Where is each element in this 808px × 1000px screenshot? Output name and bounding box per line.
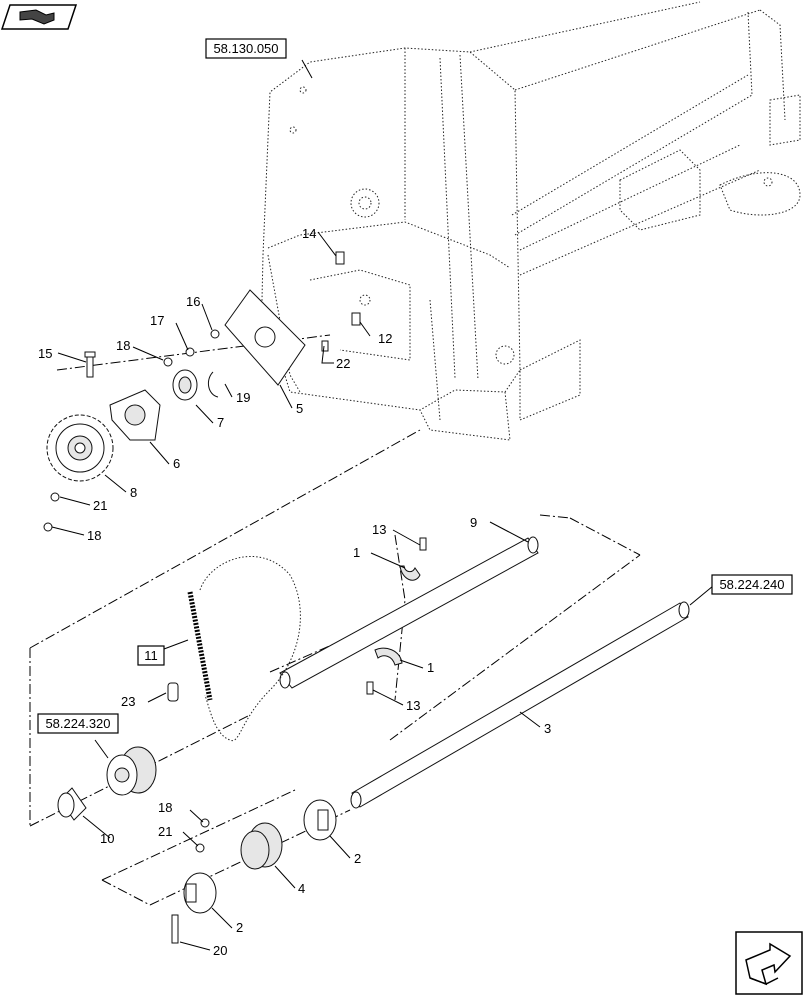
callout-23: 23 bbox=[121, 694, 135, 709]
callout-5: 5 bbox=[296, 401, 303, 416]
snap-ring bbox=[207, 371, 219, 398]
bolt-12 bbox=[351, 312, 361, 326]
double-sprocket-4 bbox=[240, 822, 283, 870]
callout-18-mid: 18 bbox=[87, 528, 101, 543]
callout-12: 12 bbox=[378, 331, 392, 346]
nut-18c bbox=[200, 818, 210, 828]
callout-10: 10 bbox=[100, 831, 114, 846]
callout-1-top: 1 bbox=[353, 545, 360, 560]
shaft-9 bbox=[279, 536, 539, 689]
svg-text:58.130.050: 58.130.050 bbox=[213, 41, 278, 56]
bushing bbox=[57, 787, 87, 821]
callout-18-bottom: 18 bbox=[158, 800, 172, 815]
callout-6: 6 bbox=[173, 456, 180, 471]
ref-box-sprocket-assembly[interactable]: 58.224.320 bbox=[37, 713, 119, 734]
callout-20: 20 bbox=[213, 943, 227, 958]
callout-2-right: 2 bbox=[354, 851, 361, 866]
bolt-20 bbox=[171, 914, 179, 944]
shaft-3 bbox=[350, 601, 690, 809]
callout-13-bottom: 13 bbox=[406, 698, 420, 713]
callout-1-bottom: 1 bbox=[427, 660, 434, 675]
ref-box-frame[interactable]: 58.130.050 bbox=[205, 38, 287, 59]
washer-21 bbox=[50, 492, 60, 502]
svg-text:58.224.240: 58.224.240 bbox=[719, 577, 784, 592]
chain bbox=[187, 556, 301, 742]
sprocket-large bbox=[46, 414, 114, 482]
callout-4: 4 bbox=[298, 881, 305, 896]
frame-structure bbox=[261, 1, 801, 441]
callout-21-top: 21 bbox=[93, 498, 107, 513]
nut-18 bbox=[163, 357, 173, 367]
bearing bbox=[172, 369, 198, 401]
callout-box-11: 11 bbox=[137, 645, 165, 666]
callout-17: 17 bbox=[150, 313, 164, 328]
sprocket-2-right bbox=[303, 799, 337, 841]
navigation-arrow-icon[interactable] bbox=[735, 931, 803, 995]
sprocket-2-left bbox=[183, 872, 217, 914]
bolt-22 bbox=[321, 340, 329, 352]
bolt-14 bbox=[335, 251, 345, 265]
connecting-link bbox=[167, 682, 179, 702]
callout-14: 14 bbox=[302, 226, 316, 241]
bearing-flange bbox=[109, 389, 161, 441]
bolt-15 bbox=[84, 351, 96, 378]
leader-lines bbox=[51, 59, 714, 951]
callout-9: 9 bbox=[470, 515, 477, 530]
clamp-half-upper bbox=[399, 565, 421, 581]
callout-21-bottom: 21 bbox=[158, 824, 172, 839]
svg-text:58.224.320: 58.224.320 bbox=[45, 716, 110, 731]
screw-13-top bbox=[419, 537, 427, 551]
book-view-icon[interactable] bbox=[0, 4, 78, 30]
callout-3: 3 bbox=[544, 721, 551, 736]
screw-13-bottom bbox=[366, 681, 374, 695]
double-sprocket-assembly bbox=[106, 746, 157, 796]
callout-22: 22 bbox=[336, 356, 350, 371]
callout-19: 19 bbox=[236, 390, 250, 405]
clamp-half-lower bbox=[374, 647, 403, 666]
nut-18b bbox=[43, 522, 53, 532]
callout-8: 8 bbox=[130, 485, 137, 500]
mounting-plate bbox=[224, 289, 306, 386]
callout-2-left: 2 bbox=[236, 920, 243, 935]
callout-18-top: 18 bbox=[116, 338, 130, 353]
callout-7: 7 bbox=[217, 415, 224, 430]
callout-13-top: 13 bbox=[372, 522, 386, 537]
ref-box-shaft[interactable]: 58.224.240 bbox=[711, 574, 793, 595]
callout-labels: 14 12 22 16 17 18 15 19 5 7 6 8 21 18 13… bbox=[38, 226, 551, 958]
washer-16 bbox=[210, 329, 220, 339]
svg-text:11: 11 bbox=[144, 648, 158, 663]
callout-15: 15 bbox=[38, 346, 52, 361]
callout-16: 16 bbox=[186, 294, 200, 309]
